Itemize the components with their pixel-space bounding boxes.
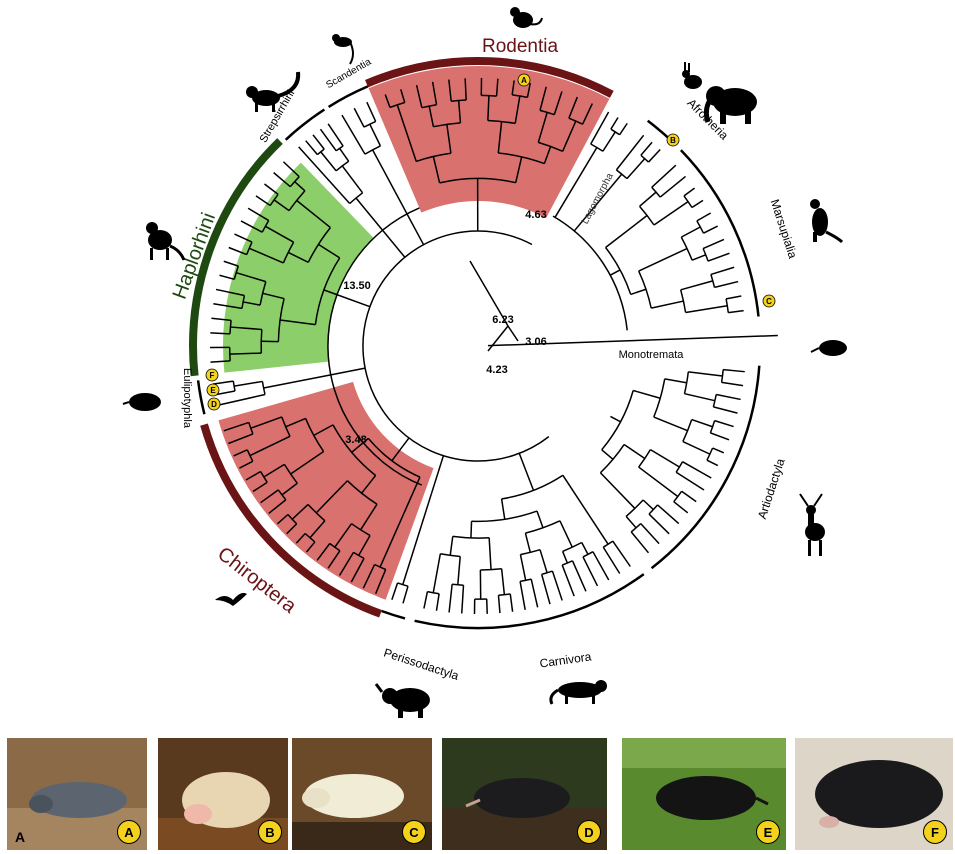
label-marsupialia: Marsupialia <box>768 197 800 260</box>
svg-text:C: C <box>766 297 772 306</box>
panther-icon <box>551 680 607 704</box>
scandentia-bar <box>329 86 368 107</box>
svg-text:A: A <box>15 829 25 845</box>
node-value: 6.23 <box>492 314 513 326</box>
label-haplorhini: Haplorhini <box>169 210 220 302</box>
artiodactyla-bar <box>652 366 760 569</box>
photo-f: F <box>795 738 953 850</box>
photo-c: C <box>292 738 432 850</box>
photo-badge: E <box>756 820 780 844</box>
svg-text:F: F <box>210 371 215 380</box>
label-perissodactyla: Perissodactyla <box>382 645 461 683</box>
svg-text:D: D <box>211 400 217 409</box>
photo-badge: D <box>577 820 601 844</box>
label-artiodactyla: Artiodactyla <box>755 456 788 520</box>
marker-b: B <box>667 134 679 146</box>
marker-d: D <box>208 398 220 410</box>
photo-badge: A <box>117 820 141 844</box>
marker-c: C <box>763 295 775 307</box>
treeshrew-icon <box>332 34 353 64</box>
svg-text:E: E <box>210 386 216 395</box>
label-lagomorpha: Lagomorpha <box>580 171 616 226</box>
photo-a: A A <box>7 738 147 850</box>
photo-badge: B <box>258 820 282 844</box>
label-carnivora: Carnivora <box>539 649 593 670</box>
label-rodentia: Rodentia <box>482 36 558 57</box>
photo-badge: C <box>402 820 426 844</box>
artiodactyla-tree <box>600 370 744 553</box>
marsupialia-tree <box>606 165 744 312</box>
node-value: 13.50 <box>343 280 371 292</box>
carnivora-tree <box>424 475 630 614</box>
node-value: 3.06 <box>525 336 546 348</box>
marker-e: E <box>207 384 219 396</box>
marsupialia-bar <box>681 150 759 316</box>
carnivora-bar <box>415 574 644 628</box>
svg-text:B: B <box>670 136 676 145</box>
kangaroo-icon <box>810 199 842 242</box>
rodent-icon <box>510 7 542 28</box>
marker-f: F <box>206 369 218 381</box>
photo-e: E <box>622 738 786 850</box>
echidna-icon <box>811 340 847 356</box>
rabbit-icon <box>682 62 702 89</box>
svg-text:A: A <box>521 76 527 85</box>
node-value: 4.23 <box>486 364 507 376</box>
eulipotyphla-bar <box>198 380 204 414</box>
node-value: 3.48 <box>345 434 366 446</box>
label-monotremata: Monotremata <box>619 349 685 361</box>
haplorhini-highlight <box>223 163 374 373</box>
mole-icon <box>123 393 161 411</box>
node-value: 4.63 <box>525 209 546 221</box>
rodentia-highlight <box>369 66 610 218</box>
phylogenetic-tree: Rodentia Haplorhini Chiroptera Strepsirr… <box>0 0 955 735</box>
label-eulipotyphla: Eulipotyphla <box>181 368 193 429</box>
photo-badge: F <box>923 820 947 844</box>
marker-a: A <box>518 74 530 86</box>
deer-icon <box>800 494 825 556</box>
monkey-icon <box>146 222 184 260</box>
perissodactyla-bar <box>382 611 405 618</box>
rhino-icon <box>376 684 430 718</box>
strepsirrhini-bar <box>286 110 325 140</box>
bat-icon <box>215 593 247 606</box>
photo-b: B <box>158 738 288 850</box>
photo-d: D <box>442 738 607 850</box>
